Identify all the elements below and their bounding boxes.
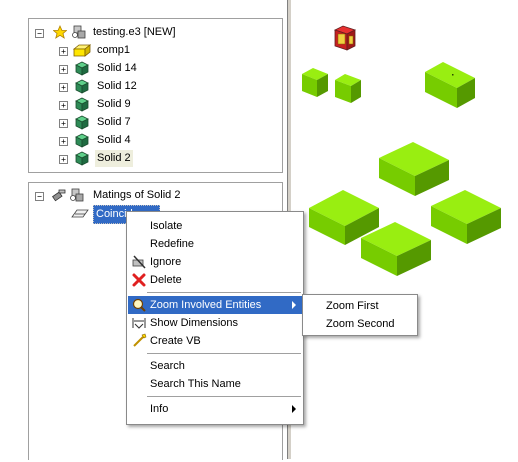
expand-icon[interactable]: +: [59, 65, 68, 74]
menu-item-search-this-name[interactable]: Search This Name: [128, 375, 302, 393]
tree-item-label[interactable]: comp1: [97, 44, 131, 56]
tree-item-label[interactable]: Solid 7: [97, 116, 131, 128]
menu-item-label: Delete: [150, 274, 182, 286]
tree-item-solid-4[interactable]: + Solid 4: [33, 132, 273, 149]
menu-item-info[interactable]: Info: [128, 400, 302, 418]
menu-separator: [147, 353, 301, 354]
solid-block[interactable]: [431, 190, 501, 244]
star-icon: [53, 25, 67, 39]
menu-item-show-dimensions[interactable]: Show Dimensions: [128, 314, 302, 332]
origin-marker-icon: [333, 25, 357, 51]
dimensions-icon: [132, 318, 146, 329]
mating-tool-icon: [52, 189, 66, 202]
menu-item-label: Show Dimensions: [150, 317, 239, 329]
tree-root-row[interactable]: − testing.e3 [NEW]: [33, 24, 273, 41]
tree-item-label[interactable]: Solid 12: [97, 80, 137, 92]
menu-item-label: Isolate: [150, 220, 183, 232]
tree-root-label[interactable]: testing.e3 [NEW]: [93, 26, 176, 38]
create-vb-icon: [133, 333, 147, 347]
menu-item-search[interactable]: Search: [128, 357, 302, 375]
solid-icon: [75, 133, 89, 148]
menu-item-zoom-first[interactable]: Zoom First: [304, 297, 416, 315]
collapse-icon[interactable]: −: [35, 192, 44, 201]
menu-item-label: Search This Name: [150, 378, 241, 390]
assembly-tree: − testing.e3 [NEW] + comp1 +: [28, 18, 283, 173]
menu-item-redefine[interactable]: Redefine: [128, 235, 302, 253]
component-icon: [73, 44, 91, 57]
expand-icon[interactable]: +: [59, 155, 68, 164]
coincidence-icon: [71, 209, 89, 218]
tree-item-solid-9[interactable]: + Solid 9: [33, 96, 273, 113]
zoom-icon: [132, 298, 146, 312]
delete-icon: [132, 273, 146, 287]
menu-item-zoom-second[interactable]: Zoom Second: [304, 315, 416, 333]
3d-viewport[interactable]: [291, 0, 518, 459]
tree-item-label[interactable]: Solid 4: [97, 134, 131, 146]
tree-item-label[interactable]: Solid 2: [95, 150, 133, 167]
expand-icon[interactable]: +: [59, 137, 68, 146]
menu-item-delete[interactable]: Delete: [128, 271, 302, 289]
menu-item-zoom-involved-entities[interactable]: Zoom Involved Entities: [128, 296, 302, 314]
viewport-scene: [302, 25, 501, 276]
tree-item-solid-7[interactable]: + Solid 7: [33, 114, 273, 131]
tree-item-solid-12[interactable]: + Solid 12: [33, 78, 273, 95]
expand-icon[interactable]: +: [59, 101, 68, 110]
assembly-icon: [72, 25, 86, 39]
expand-icon[interactable]: +: [59, 119, 68, 128]
solid-block[interactable]: [361, 222, 431, 276]
menu-item-label: Redefine: [150, 238, 195, 250]
menu-item-label: Info: [150, 403, 169, 415]
menu-separator: [147, 292, 301, 293]
menu-item-label: Zoom First: [326, 300, 379, 312]
ignore-icon: [132, 255, 146, 269]
solid-block[interactable]: [309, 190, 379, 245]
solid-icon: [75, 97, 89, 112]
expand-icon[interactable]: +: [59, 47, 68, 56]
solid-block[interactable]: [302, 68, 328, 97]
submenu-arrow-icon: [292, 405, 296, 413]
tree-item-comp1[interactable]: + comp1: [33, 42, 273, 59]
menu-item-create-vb[interactable]: Create VB: [128, 332, 302, 350]
tree-item-solid-14[interactable]: + Solid 14: [33, 60, 273, 77]
matings-root-label[interactable]: Matings of Solid 2: [93, 189, 181, 201]
solid-icon: [75, 151, 89, 166]
submenu-arrow-icon: [292, 301, 296, 309]
zoom-submenu: Zoom First Zoom Second: [302, 294, 418, 336]
menu-item-label: Zoom Second: [326, 318, 395, 330]
solid-block[interactable]: [379, 142, 449, 196]
expand-icon[interactable]: +: [59, 83, 68, 92]
menu-separator: [147, 396, 301, 397]
tree-item-solid-2[interactable]: + Solid 2: [33, 150, 273, 167]
solid-block[interactable]: [335, 74, 361, 103]
tree-item-label[interactable]: Solid 9: [97, 98, 131, 110]
context-menu: Isolate Redefine Ignore Delete Zoom Invo…: [126, 211, 304, 425]
collapse-icon[interactable]: −: [35, 29, 44, 38]
matings-root-row[interactable]: − Matings of Solid 2: [33, 187, 273, 204]
solid-icon: [75, 61, 89, 76]
menu-item-isolate[interactable]: Isolate: [128, 217, 302, 235]
solid-icon: [75, 79, 89, 94]
menu-item-ignore[interactable]: Ignore: [128, 253, 302, 271]
menu-item-label: Search: [150, 360, 185, 372]
menu-item-label: Zoom Involved Entities: [150, 299, 262, 311]
tree-item-label[interactable]: Solid 14: [97, 62, 137, 74]
assembly-icon: [70, 188, 84, 202]
menu-item-label: Create VB: [150, 335, 201, 347]
solid-icon: [75, 115, 89, 130]
solid-block[interactable]: [425, 62, 475, 108]
menu-item-label: Ignore: [150, 256, 182, 268]
